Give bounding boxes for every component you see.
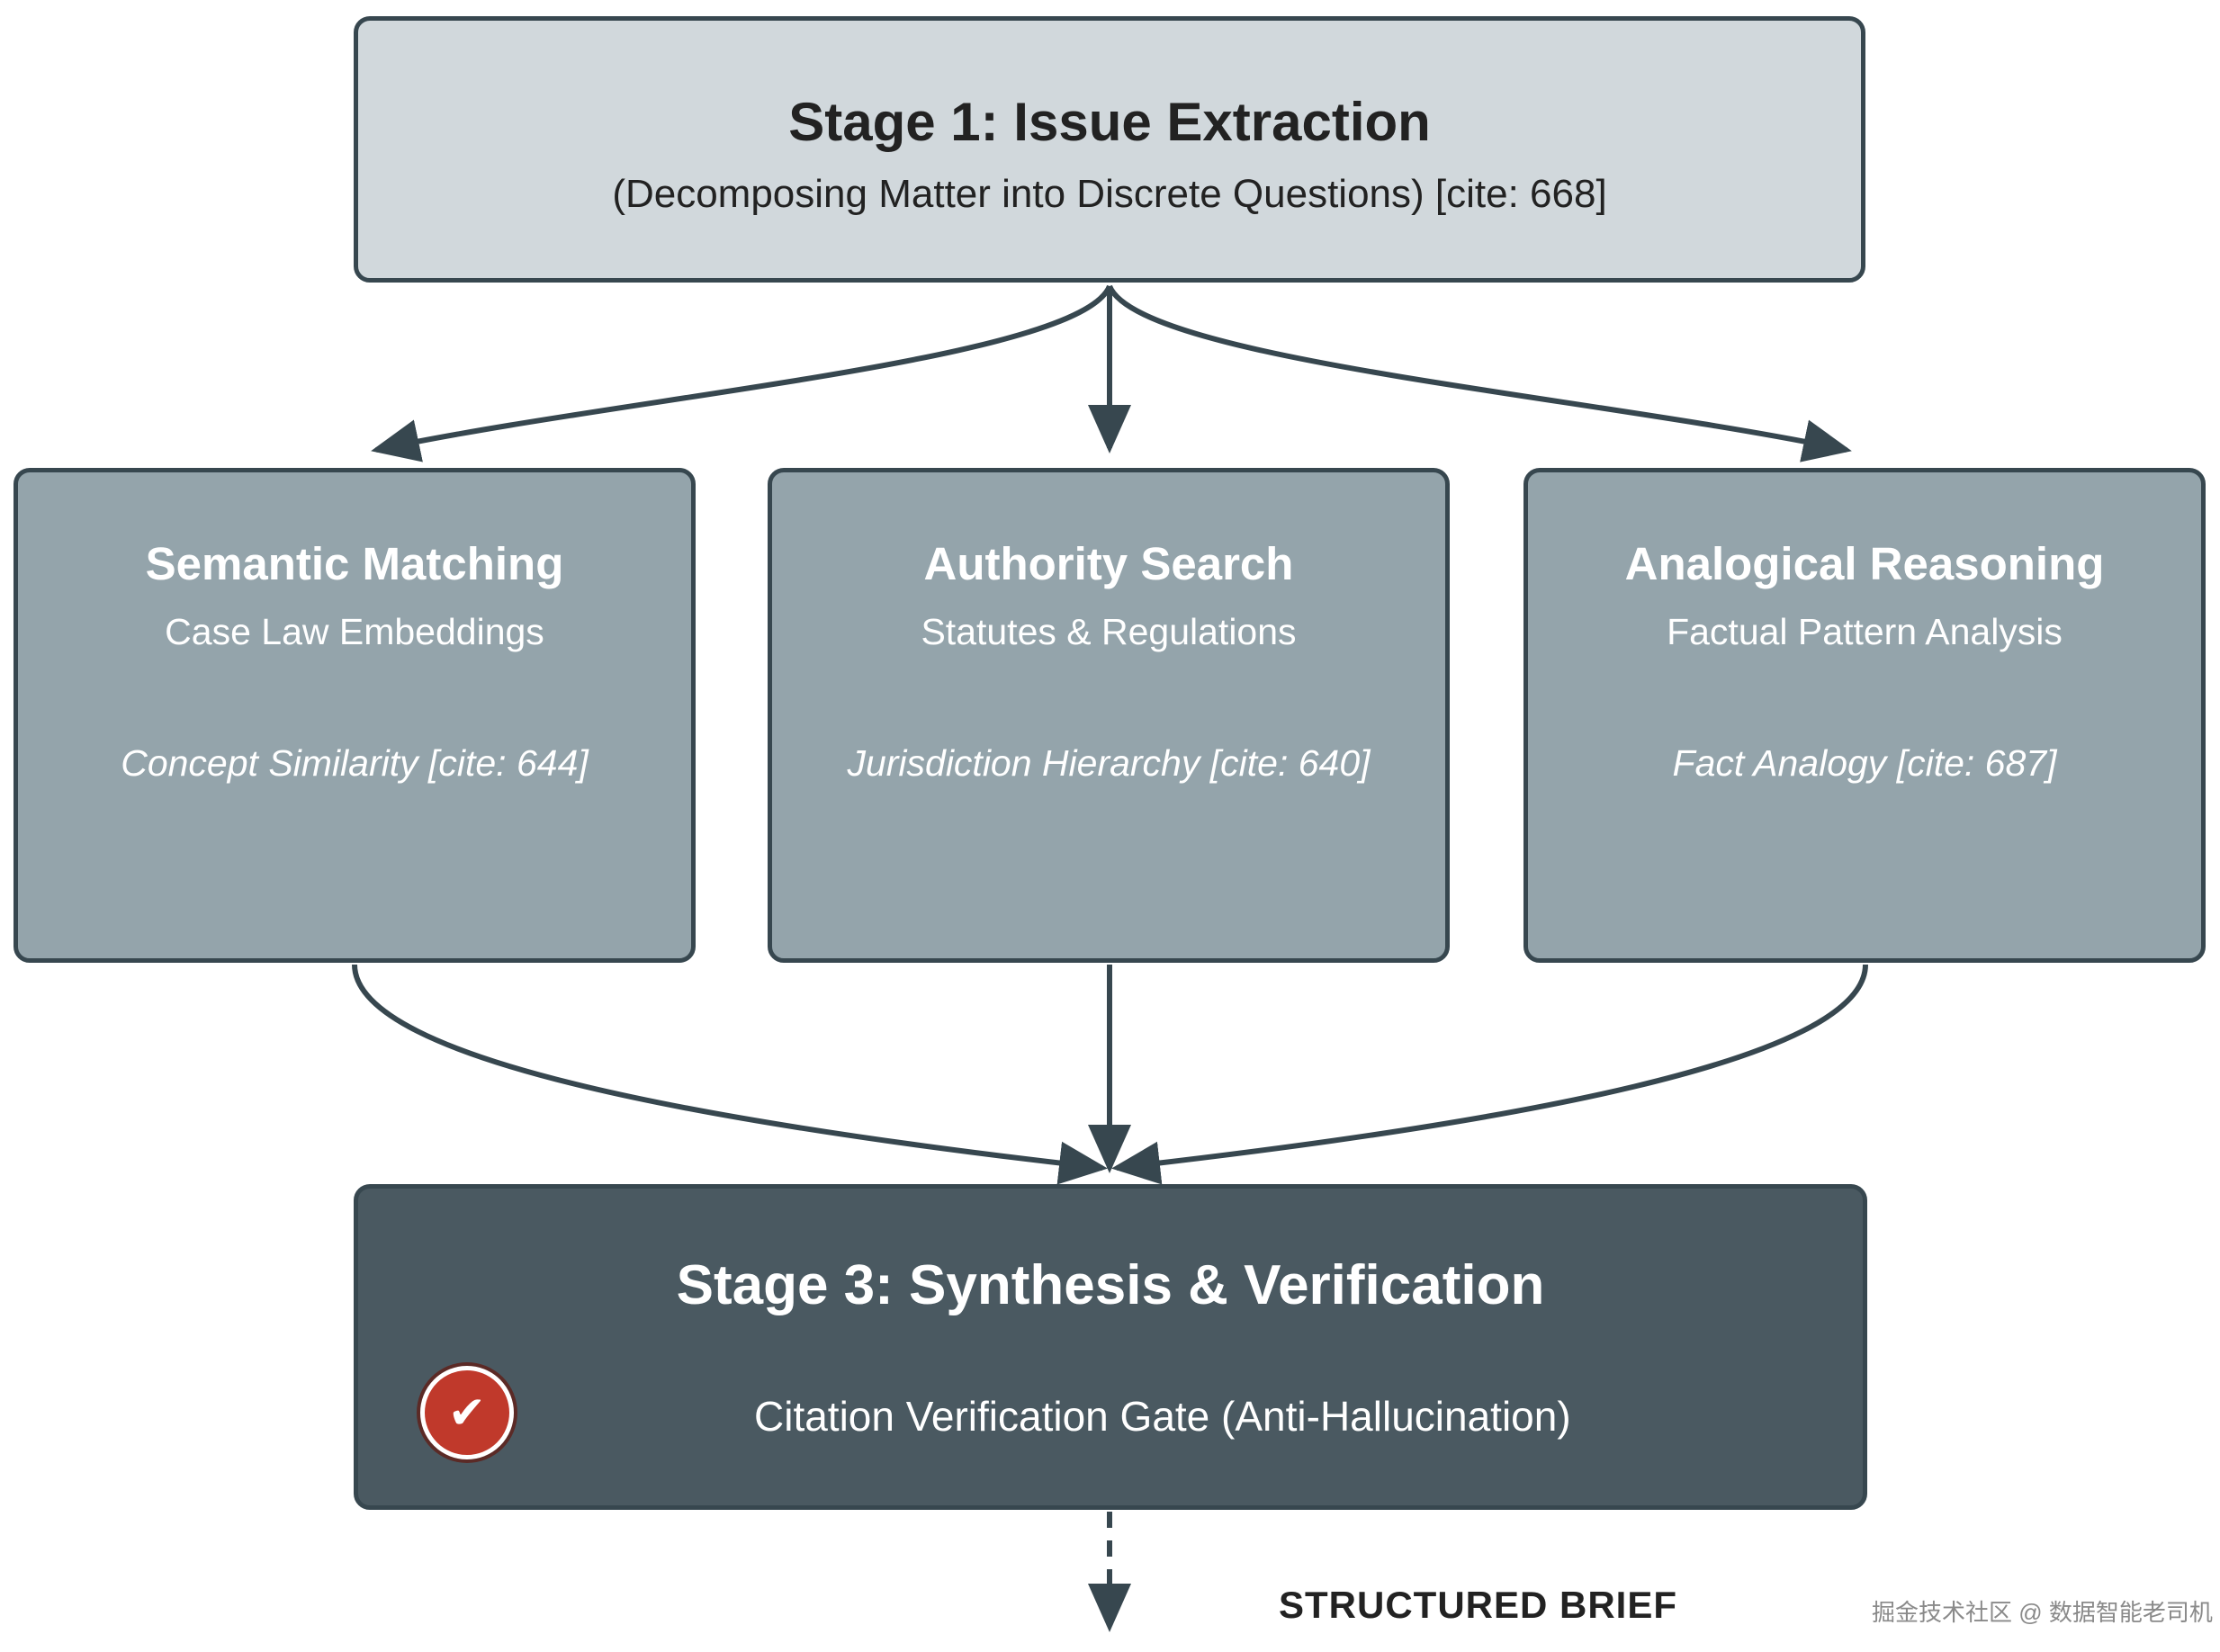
- analogical-reasoning-title: Analogical Reasoning: [1624, 538, 2105, 589]
- stage1-box: Stage 1: Issue Extraction (Decomposing M…: [354, 16, 1865, 283]
- arrow-stage1-to-semantic: [371, 284, 1112, 462]
- semantic-matching-box: Semantic Matching Case Law Embeddings Co…: [13, 468, 696, 963]
- authority-search-note: Jurisdiction Hierarchy [cite: 640]: [847, 742, 1371, 784]
- arrow-stage1-to-analogical: [1107, 284, 1852, 462]
- semantic-matching-subtitle: Case Law Embeddings: [165, 611, 544, 652]
- analogical-reasoning-note: Fact Analogy [cite: 687]: [1672, 742, 2057, 784]
- analogical-reasoning-box: Analogical Reasoning Factual Pattern Ana…: [1523, 468, 2206, 963]
- stage1-subtitle: (Decomposing Matter into Discrete Questi…: [612, 172, 1607, 216]
- authority-search-box: Authority Search Statutes & Regulations …: [768, 468, 1450, 963]
- stage1-title: Stage 1: Issue Extraction: [788, 92, 1431, 152]
- authority-search-subtitle: Statutes & Regulations: [921, 611, 1297, 652]
- arrow-analogical-to-stage3: [1111, 964, 1868, 1185]
- stage3-title: Stage 3: Synthesis & Verification: [676, 1254, 1545, 1316]
- analogical-reasoning-subtitle: Factual Pattern Analysis: [1667, 611, 2063, 652]
- output-label: STRUCTURED BRIEF: [1279, 1584, 1677, 1626]
- checkmark-icon: ✔: [420, 1366, 514, 1459]
- watermark: 掘金技术社区 @ 数据智能老司机: [1872, 1599, 2213, 1626]
- semantic-matching-title: Semantic Matching: [145, 538, 564, 589]
- arrow-semantic-to-stage3: [352, 964, 1108, 1185]
- stage3-box: Stage 3: Synthesis & Verification ✔ Cita…: [354, 1184, 1867, 1510]
- verification-gate-label: Citation Verification Gate (Anti-Halluci…: [754, 1393, 1571, 1440]
- authority-search-title: Authority Search: [923, 538, 1294, 589]
- semantic-matching-note: Concept Similarity [cite: 644]: [121, 742, 589, 784]
